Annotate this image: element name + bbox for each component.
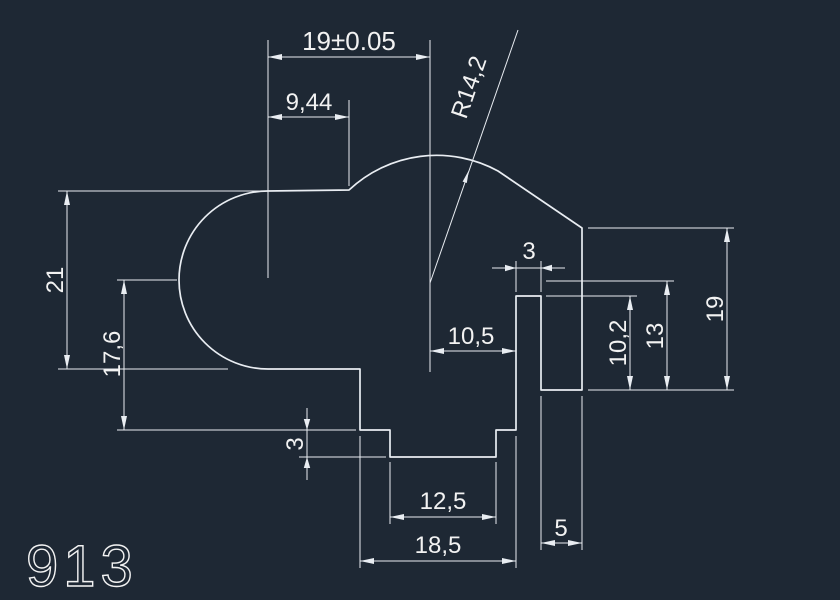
dim-bottom-width-label: 18,5	[415, 532, 462, 559]
dim-left-height: 21	[42, 190, 262, 370]
dim-leg-width: 5	[540, 396, 583, 550]
dim-slot-height-label: 13	[642, 323, 669, 350]
dim-center-to-slot: 10,5	[430, 323, 516, 354]
arrowhead	[303, 457, 311, 468]
dim-radius: R14,2	[429, 29, 519, 284]
dim-notch-width: 12,5	[389, 462, 497, 524]
dim-right-height-label: 19	[702, 296, 729, 323]
dim-top-offset-label: 9,44	[286, 89, 333, 116]
arrowhead	[303, 419, 311, 430]
dim-slot-width-label: 3	[522, 238, 535, 265]
dim-slot-height: 13	[546, 280, 674, 390]
radius-leader-line	[429, 29, 519, 284]
dim-leg-width-label: 5	[554, 515, 567, 542]
dim-center-to-slot-label: 10,5	[448, 323, 495, 350]
dim-top-offset: 9,44	[268, 89, 350, 186]
dim-top-width-label: 19±0.05	[302, 26, 396, 56]
dim-slot-depth-label: 10,2	[605, 320, 632, 367]
dim-right-height: 19	[588, 227, 734, 391]
arrowhead	[541, 264, 552, 272]
dim-step-left-label: 3	[282, 437, 309, 450]
part-profile-outline	[178, 154, 583, 458]
part-number: 913	[26, 534, 138, 599]
arrowhead	[505, 264, 516, 272]
dim-left-height-label: 21	[42, 267, 69, 294]
dim-radius-label: R14,2	[446, 53, 492, 122]
radius-arrowhead	[462, 170, 469, 183]
dim-top-width: 19±0.05	[267, 26, 431, 372]
dim-left-inner-height-label: 17,6	[99, 331, 126, 378]
dim-left-inner-height: 17,6	[99, 279, 356, 431]
dim-slot-depth: 10,2	[546, 295, 637, 390]
dim-notch-width-label: 12,5	[420, 488, 467, 515]
dim-step-left: 3	[282, 408, 386, 480]
dim-slot-width: 3	[492, 238, 565, 292]
dim-bottom-width: 18,5	[359, 436, 517, 568]
